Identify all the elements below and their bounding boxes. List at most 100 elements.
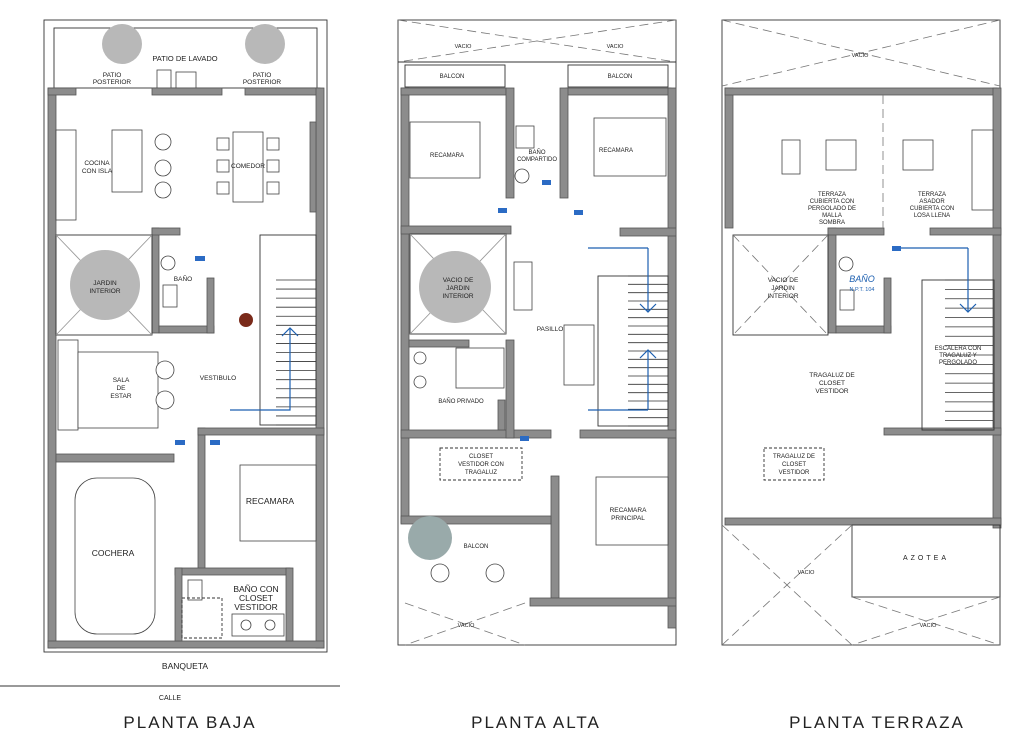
planter [781, 139, 801, 175]
label-vacio-jardin-c: INTERIOR [442, 293, 473, 300]
label-tragaluz2-a: TRAGALUZ DE [773, 454, 815, 460]
dining-chairs [216, 137, 280, 195]
label-t-vacio-jardin-a: VACIO DE [768, 277, 799, 284]
label-bano: BAÑO [174, 274, 192, 283]
baja-walls [47, 87, 325, 649]
label-vestibulo: VESTIBULO [200, 375, 236, 382]
label-bano-closet-a: BAÑO CON [233, 584, 278, 594]
terraza-vacio-3: VACIO [920, 623, 937, 629]
planta-baja: PATIO DE LAVADO PATIO POSTERIOR PATIO PO… [0, 19, 340, 732]
label-sala-c: ESTAR [110, 393, 131, 400]
label-tragaluz1-a: TRAGALUZ DE [809, 372, 855, 379]
label-patio-posterior-1a: PATIO [103, 72, 122, 79]
label-terraza2-a: TERRAZA [918, 192, 946, 198]
label-balcon-2: BALCON [608, 74, 633, 80]
alta-walls [400, 87, 677, 629]
alta-stairs [588, 247, 669, 427]
sofa [57, 339, 79, 431]
balcon-plant [408, 516, 452, 560]
label-recamara: RECAMARA [246, 496, 295, 506]
label-rec-principal-b: PRINCIPAL [611, 515, 645, 522]
label-vacio-jardin-b: JARDIN [446, 285, 470, 292]
label-terraza1-e: SOMBRA [819, 220, 845, 226]
label-jardin-a: JARDIN [93, 280, 117, 287]
label-tragaluz1-c: VESTIDOR [815, 388, 849, 395]
label-recamara-2: RECAMARA [599, 148, 633, 154]
planta-terraza: VACIO TERRAZA CUBIERTA CON PERGOLADO DE … [721, 19, 1002, 732]
label-azotea: AZOTEA [903, 555, 949, 562]
label-calle: CALLE [159, 695, 182, 702]
label-escalera-a: ESCALERA CON [935, 346, 982, 352]
label-terraza2-c: CUBIERTA CON [910, 206, 954, 212]
kitchen-counter [55, 129, 77, 221]
jardin-tree [70, 250, 140, 320]
planta-alta: VACIO VACIO BALCON BALCON RECAMARA RECAM… [397, 19, 677, 732]
jardin-box [55, 234, 153, 336]
label-sala-a: SALA [113, 377, 130, 384]
label-balcon-1: BALCON [440, 74, 465, 80]
plant-pot [239, 313, 253, 327]
label-terraza1-b: CUBIERTA CON [810, 199, 854, 205]
label-closet-c: TRAGALUZ [465, 470, 497, 476]
closet-tragaluz [439, 447, 523, 481]
azotea-box [851, 524, 1001, 598]
label-comedor: COMEDOR [231, 163, 265, 170]
label-npt: N.P.T. 104 [850, 287, 875, 293]
label-banqueta: BANQUETA [162, 661, 208, 671]
title-planta-baja: PLANTA BAJA [123, 713, 256, 732]
living-rug [77, 351, 159, 429]
label-patio-posterior-2b: POSTERIOR [243, 79, 282, 86]
car [74, 477, 156, 635]
label-bano-comp-b: COMPARTIDO [517, 157, 557, 163]
label-tragaluz2-b: CLOSET [782, 462, 806, 468]
label-closet-a: CLOSET [469, 454, 493, 460]
toilet [162, 284, 178, 308]
label-jardin-b: INTERIOR [89, 288, 120, 295]
terrace-table-1 [825, 139, 857, 171]
label-cocina-b: CON ISLA [82, 168, 113, 175]
bed-2 [593, 117, 667, 177]
label-t-vacio-jardin-c: INTERIOR [767, 293, 798, 300]
label-t-bano: BAÑO [849, 274, 875, 284]
label-terraza2-b: ASADOR [919, 199, 945, 205]
kitchen-island [111, 129, 143, 193]
label-balcon-3: BALCON [464, 544, 489, 550]
dining-table [232, 131, 264, 203]
label-escalera-b: TRAGALUZ Y [939, 353, 977, 359]
label-tragaluz2-c: VESTIDOR [779, 470, 810, 476]
terraza-stairs [895, 247, 995, 431]
vacio-jardin-tree [419, 251, 491, 323]
bed-principal [595, 476, 669, 546]
label-patio-lavado: PATIO DE LAVADO [152, 54, 217, 63]
bed-1 [409, 121, 481, 179]
washer [156, 69, 172, 89]
shower [181, 597, 223, 639]
label-cochera: COCHERA [92, 548, 135, 558]
label-terraza1-a: TERRAZA [818, 192, 846, 198]
pasillo-bench [563, 324, 595, 386]
lot-boundary [43, 19, 328, 653]
label-closet-b: VESTIDOR CON [458, 462, 504, 468]
bed [239, 464, 317, 542]
label-terraza1-c: PERGOLADO DE [808, 206, 856, 212]
label-bano-privado: BAÑO PRIVADO [438, 398, 484, 405]
label-terraza1-d: MALLA [822, 213, 842, 219]
label-cocina-a: COCINA [84, 160, 110, 167]
laundry-sink [175, 71, 197, 89]
terrace-table-2 [902, 139, 934, 171]
title-planta-terraza: PLANTA TERRAZA [789, 713, 965, 732]
label-tragaluz1-b: CLOSET [819, 380, 845, 387]
alta-vacio-2: VACIO [607, 44, 624, 50]
terraza-vacio-1: VACIO [852, 53, 869, 59]
title-planta-alta: PLANTA ALTA [471, 713, 601, 732]
bathtub [455, 347, 505, 389]
label-escalera-c: PERGOLADO [939, 360, 977, 366]
lavabo [160, 255, 176, 271]
baja-stairs [230, 234, 317, 426]
grill-counter [971, 129, 994, 211]
label-patio-posterior-2a: PATIO [253, 72, 272, 79]
patio-trees [102, 24, 285, 64]
label-t-vacio-jardin-b: JARDIN [771, 285, 795, 292]
label-pasillo: PASILLO [537, 326, 564, 333]
